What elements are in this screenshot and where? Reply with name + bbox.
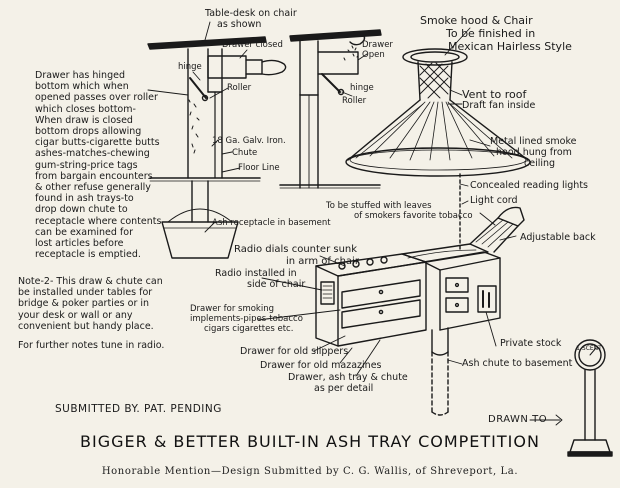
note-line: can be examined for [35, 226, 133, 238]
label-stuffed-leaves: To be stuffed with leaves of smokers fav… [326, 201, 473, 221]
label-hinge-left: hinge [178, 62, 202, 72]
label-line: as per detail [314, 383, 374, 395]
note-line: Drawer has hinged [35, 70, 125, 81]
penny-scale [567, 339, 613, 457]
label-line: implements-pipes-tobacco [190, 314, 303, 324]
drawer-note: Drawer has hinged bottom which when open… [35, 70, 161, 260]
falling-debris [188, 99, 200, 154]
label-roller-left: Roller [227, 83, 252, 93]
ash-particles [343, 45, 359, 61]
label-line: Smoke hood & Chair [420, 14, 533, 27]
label-line: Open [362, 50, 385, 60]
label-line: hood hung from [496, 147, 572, 159]
label-adjustable-back: Adjustable back [520, 232, 596, 243]
label-drawer-smoking: Drawer for smoking implements-pipes-toba… [190, 304, 303, 334]
note-line: cigar butts-cigarette butts [35, 137, 160, 149]
note-line: drop down chute to [35, 204, 128, 216]
label-radio-dials: Radio dials counter sunk in arm of chair [234, 244, 359, 267]
note-2: Note-2- This draw & chute can be install… [18, 276, 163, 332]
label-line: in arm of chair [286, 255, 359, 267]
scale-label: 1 SCENT [576, 345, 602, 352]
note-line: & other refuse generally [35, 182, 151, 194]
label-line: Radio dials counter sunk [234, 244, 358, 255]
label-drawer-magazines: Drawer for old mazazines [260, 360, 382, 371]
label-line: cigars cigarettes etc. [204, 324, 294, 334]
label-line: Metal lined smoke [490, 136, 577, 147]
label-line: To be finished in [446, 27, 536, 40]
label-draft-fan: Draft fan inside [462, 100, 536, 111]
label-hinge-right: hinge [350, 83, 374, 93]
note-line: found in ash trays-to [35, 193, 134, 205]
label-radio-installed: Radio installed in side of chair [215, 268, 305, 290]
smoke-hood [345, 48, 531, 251]
note-line: lost articles before [35, 238, 124, 250]
chair [315, 206, 525, 416]
note-line: from bargain encounters [35, 170, 153, 182]
note-line: opened passes over roller [35, 92, 158, 104]
note-line: Note-2- This draw & chute can [18, 276, 163, 287]
leader-lines [147, 21, 563, 426]
label-line: To be stuffed with leaves [326, 201, 432, 211]
column-lattice [419, 62, 452, 99]
label-ash-chute-basement: Ash chute to basement [462, 358, 573, 369]
label-line: Drawer, ash tray & chute [288, 372, 408, 383]
label-private-stock: Private stock [500, 338, 562, 349]
label-line: of smokers favorite tobacco [354, 211, 473, 221]
honorable-mention-caption: Honorable Mention—Design Submitted by C.… [101, 466, 519, 477]
label-drawer-slippers: Drawer for old slippers [240, 346, 349, 357]
note-line: bridge & poker parties or in [18, 298, 150, 310]
label-drawer-open: Drawer Open [362, 40, 393, 60]
hood-ribs [355, 101, 513, 161]
drawn-to: DRAWN TO [488, 414, 548, 425]
label-vent-to-roof: Vent to roof [462, 88, 527, 101]
label-galv-iron: 18 Ga. Galv. Iron. [212, 136, 286, 146]
competition-title: BIGGER & BETTER BUILT-IN ASH TRAY COMPET… [80, 432, 540, 451]
label-roller-right: Roller [342, 96, 367, 106]
label-line: Table-desk on chair [205, 8, 297, 19]
label-light-cord: Light cord [470, 195, 518, 206]
label-line: Drawer for smoking [190, 304, 274, 314]
label-chute: Chute [232, 148, 258, 158]
label-line: Mexican Hairless Style [448, 40, 572, 53]
drawer-closed-detail [147, 36, 287, 259]
label-line: side of chair [247, 279, 306, 291]
note-line: receptacle where contents [35, 215, 162, 227]
label-line: ceiling [524, 158, 556, 170]
label-metal-lined: Metal lined smoke hood hung from ceiling [490, 136, 576, 170]
label-concealed-lights: Concealed reading lights [470, 180, 588, 191]
further-notes: For further notes tune in radio. [18, 340, 165, 351]
note-line: convenient but handy place. [18, 320, 154, 332]
note-line: When draw is closed [35, 114, 133, 126]
label-drawer-ash-tray: Drawer, ash tray & chute as per detail [288, 372, 408, 394]
label-floor-line: Floor Line [238, 163, 280, 173]
note-line: which closes bottom- [35, 103, 136, 115]
label-line: as shown [217, 19, 262, 31]
label-smoke-hood: Smoke hood & Chair To be finished in Mex… [420, 14, 572, 53]
label-drawer-closed: Drawer closed [222, 40, 283, 50]
label-table-desk: Table-desk on chair as shown [205, 8, 297, 30]
note-line: bottom which when [35, 81, 129, 93]
back-stripes [475, 219, 514, 248]
label-line: Drawer [362, 40, 393, 50]
note-line: ashes-matches-chewing [35, 148, 150, 160]
label-ash-receptacle: Ash receptacle in basement [212, 218, 331, 228]
note-line: bottom drops allowing [35, 126, 142, 138]
submitted-by: SUBMITTED BY. PAT. PENDING [55, 403, 222, 415]
note-line: receptacle is emptied. [35, 249, 141, 261]
note-line: gum-string-price tags [35, 159, 138, 171]
label-line: Radio installed in [215, 268, 297, 279]
note-line: be installed under tables for [18, 287, 153, 299]
drawer-open-detail [279, 29, 382, 189]
note-line: your desk or wall or any [18, 309, 133, 321]
